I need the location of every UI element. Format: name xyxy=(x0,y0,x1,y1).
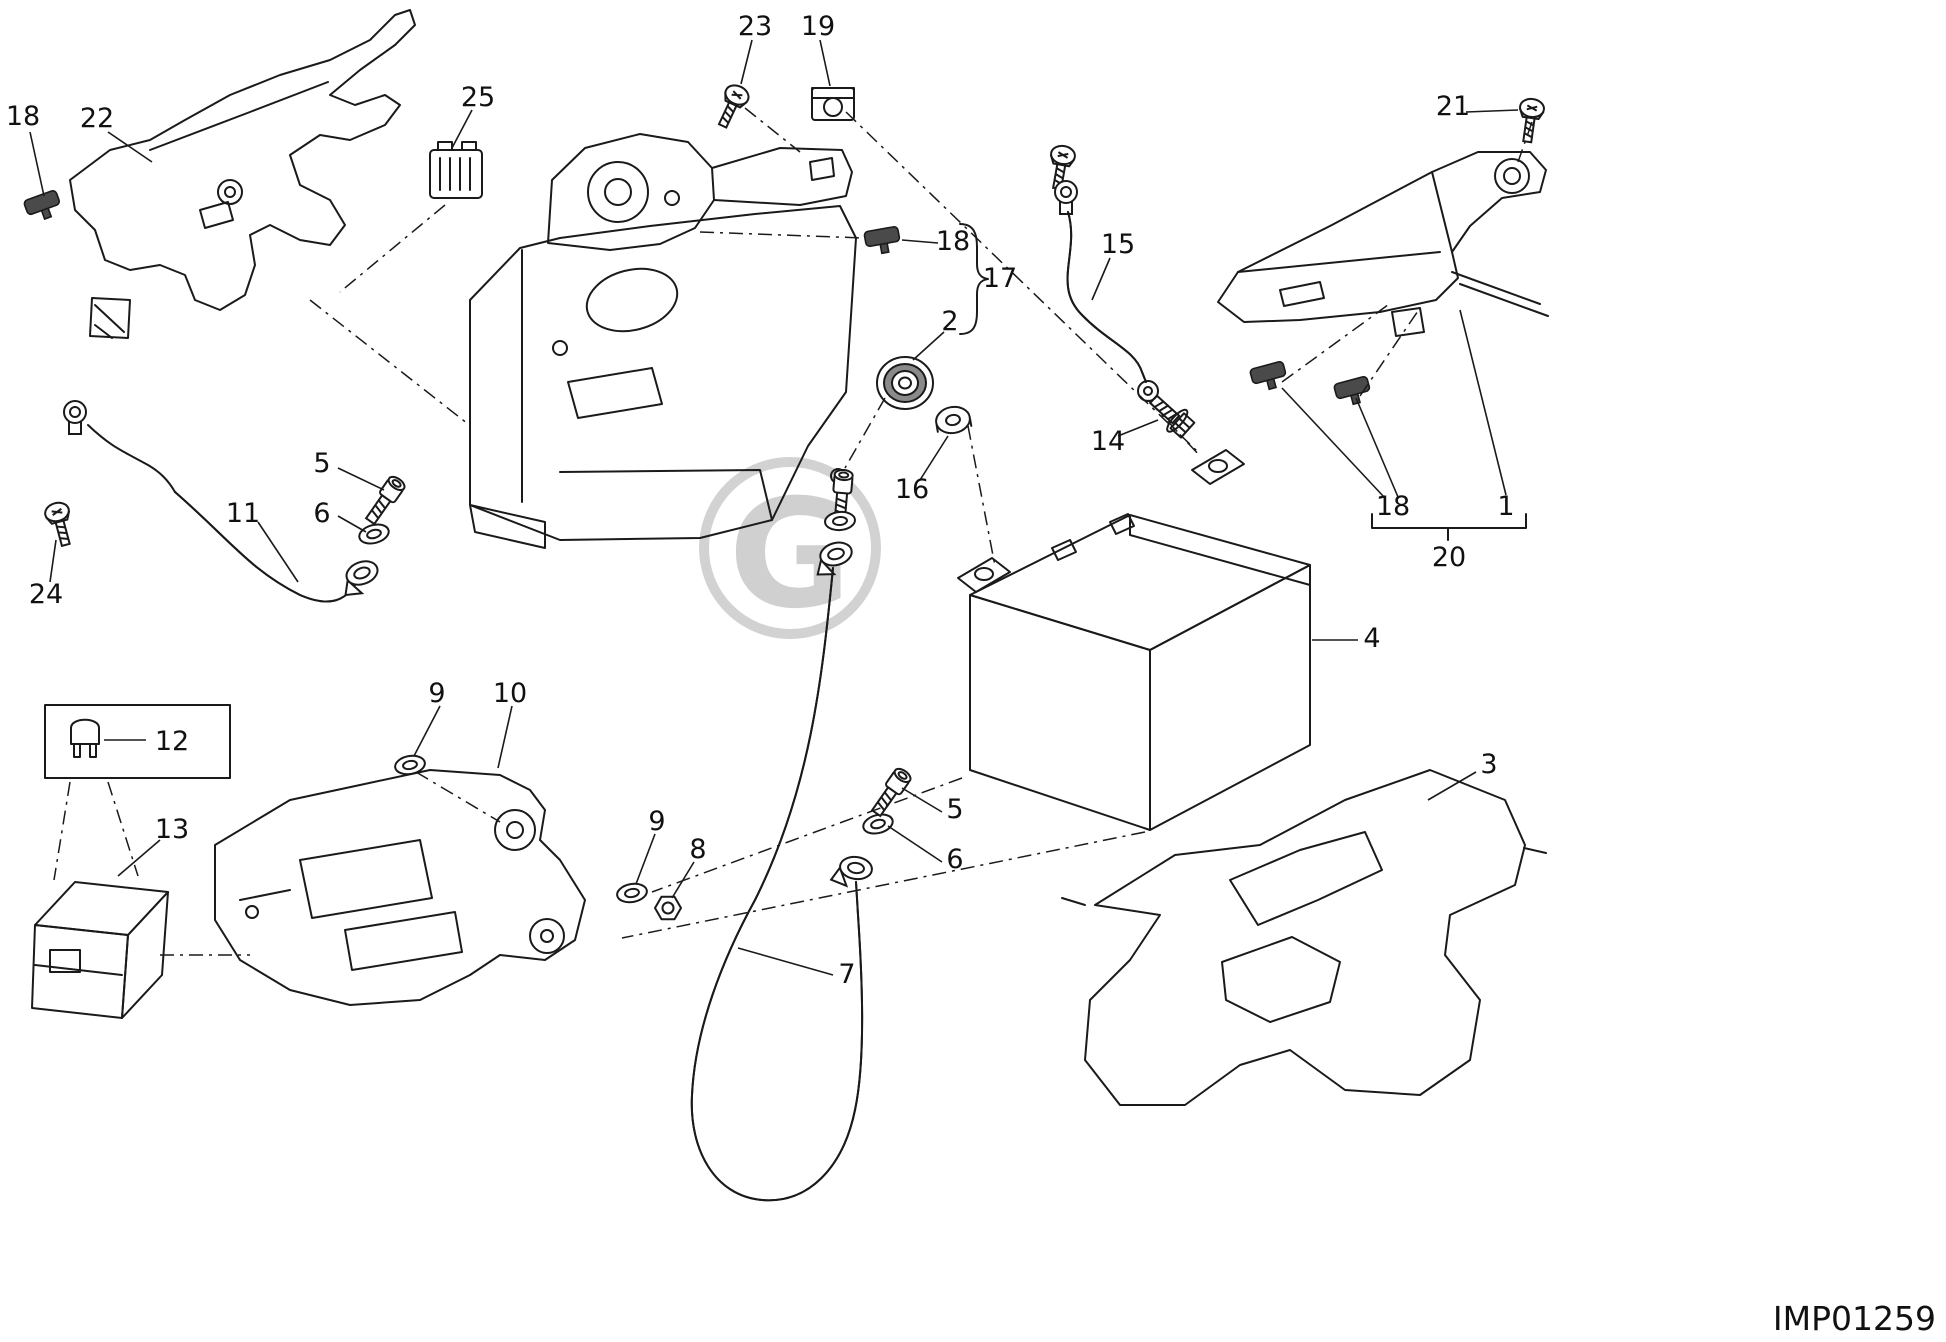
callout-21: 21 xyxy=(1436,91,1470,122)
callout-leader-lines xyxy=(30,40,1518,975)
callout-labels: 18 22 25 23 19 21 18 17 2 15 14 16 5 6 1… xyxy=(6,11,1515,990)
callout-23: 23 xyxy=(738,11,772,42)
callout-5-b: 5 xyxy=(946,794,963,825)
callout-13: 13 xyxy=(155,814,189,845)
part-12-fuse-box-frame xyxy=(45,705,230,778)
part-24-screw xyxy=(42,499,79,549)
part-4-battery xyxy=(958,450,1310,830)
callout-9-b: 9 xyxy=(648,806,665,837)
part-9-washer-a xyxy=(392,752,428,778)
callout-1: 1 xyxy=(1497,491,1514,522)
battery-tray-plate xyxy=(470,206,856,548)
drawing-code: IMP01259 xyxy=(1773,1299,1936,1338)
part-6-washer-a xyxy=(356,520,392,548)
callout-6-b: 6 xyxy=(946,844,963,875)
callout-22: 22 xyxy=(80,103,114,134)
part-25-connector xyxy=(430,142,482,198)
callout-8: 8 xyxy=(689,834,706,865)
part-16-spacer xyxy=(934,404,972,436)
callout-15: 15 xyxy=(1101,229,1135,260)
part-19-clip-nut xyxy=(812,88,854,120)
callout-18-b: 18 xyxy=(936,226,970,257)
part-1-holder-bracket xyxy=(1218,152,1546,336)
part-2-grommet xyxy=(876,356,934,410)
part-14-flange-bolt xyxy=(1144,389,1197,441)
battery-tray-rear-bracket xyxy=(548,134,852,250)
callout-14: 14 xyxy=(1091,426,1125,457)
callout-16: 16 xyxy=(895,474,929,505)
callout-7: 7 xyxy=(838,959,855,990)
callout-18-c: 18 xyxy=(1376,491,1410,522)
callout-17: 17 xyxy=(983,263,1017,294)
callout-20: 20 xyxy=(1432,542,1466,573)
callout-12: 12 xyxy=(155,726,189,757)
callout-2: 2 xyxy=(941,306,958,337)
part-11-battery-cable xyxy=(63,400,385,602)
callout-4: 4 xyxy=(1363,623,1380,654)
part-10-battery-holder xyxy=(215,770,585,1005)
callout-25: 25 xyxy=(461,82,495,113)
callout-3: 3 xyxy=(1480,749,1497,780)
callout-11: 11 xyxy=(226,498,260,529)
part-5-screw-a xyxy=(361,473,408,528)
callout-6-a: 6 xyxy=(313,498,330,529)
callout-19: 19 xyxy=(801,11,835,42)
part-1-retainer-rods xyxy=(1452,272,1548,316)
part-18-rubber-pad-d xyxy=(1332,375,1374,409)
group-20-bracket xyxy=(1372,514,1526,540)
callout-10: 10 xyxy=(493,678,527,709)
part-23-screw xyxy=(710,80,753,132)
part-8-nut xyxy=(655,897,681,920)
callout-5-a: 5 xyxy=(313,448,330,479)
callout-18-a: 18 xyxy=(6,101,40,132)
callout-24: 24 xyxy=(29,579,63,610)
part-3-battery-strap xyxy=(1062,770,1546,1105)
part-9-washer-b xyxy=(614,880,650,906)
part-15-battery-cable xyxy=(1044,143,1158,401)
part-13-fuse-box xyxy=(32,882,168,1018)
callout-9-a: 9 xyxy=(428,678,445,709)
assembly-axis-lines xyxy=(54,108,1532,955)
part-21-screw xyxy=(1514,96,1547,145)
part-7-battery-cable xyxy=(692,568,875,1200)
part-22-subframe-bracket xyxy=(70,10,415,338)
part-18-rubber-pad-b xyxy=(863,225,903,257)
